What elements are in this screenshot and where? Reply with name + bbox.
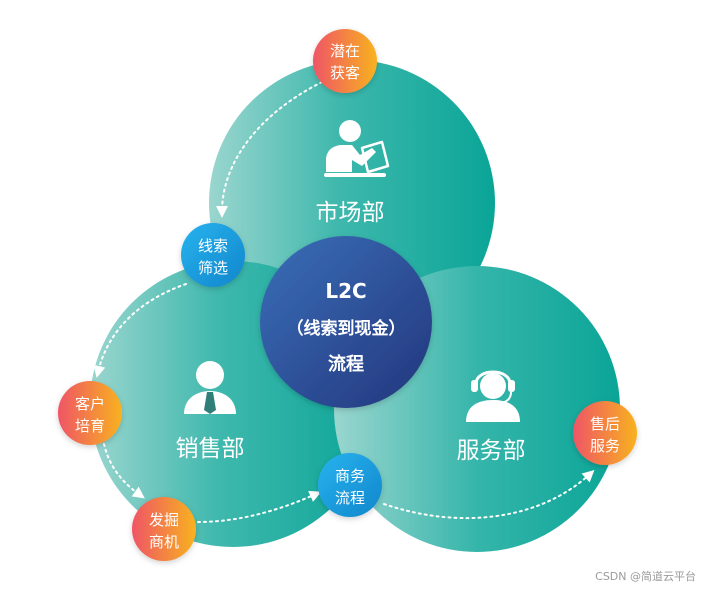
person-writing-icon bbox=[324, 120, 390, 177]
svg-text:筛选: 筛选 bbox=[198, 259, 228, 277]
svg-text:客户: 客户 bbox=[75, 395, 105, 413]
service-label: 服务部 bbox=[457, 438, 526, 464]
headset-agent-icon bbox=[466, 370, 520, 422]
svg-text:服务: 服务 bbox=[590, 437, 620, 455]
flow-arrow-marketing-to-screening bbox=[216, 81, 323, 218]
badge-after-sales: 售后 服务 bbox=[573, 401, 637, 465]
center-node: L2C （线索到现金） 流程 bbox=[260, 236, 432, 408]
flow-arrow-business-to-aftersales bbox=[383, 469, 595, 520]
svg-text:发掘: 发掘 bbox=[149, 511, 179, 529]
sales-label: 销售部 bbox=[176, 436, 245, 462]
center-line-3: 流程 bbox=[328, 353, 364, 375]
badge-customer-nurturing: 客户 培育 bbox=[58, 381, 122, 445]
svg-text:流程: 流程 bbox=[335, 489, 365, 507]
svg-text:商务: 商务 bbox=[335, 467, 365, 485]
marketing-label: 市场部 bbox=[316, 200, 385, 226]
badge-lead-screening: 线索 筛选 bbox=[181, 223, 245, 287]
center-line-1: L2C bbox=[325, 279, 366, 303]
badge-potential-customers: 潜在 获客 bbox=[313, 29, 377, 93]
svg-text:售后: 售后 bbox=[590, 415, 620, 433]
watermark-text: CSDN @简道云平台 bbox=[595, 569, 696, 583]
flow-arrow-nurturing-to-opportunity bbox=[103, 443, 145, 499]
svg-text:线索: 线索 bbox=[198, 237, 228, 255]
svg-text:获客: 获客 bbox=[330, 64, 360, 82]
svg-text:培育: 培育 bbox=[75, 417, 105, 435]
svg-text:商机: 商机 bbox=[149, 533, 179, 551]
flow-arrow-screening-to-nurturing bbox=[93, 283, 187, 378]
businessman-tie-icon bbox=[184, 361, 236, 414]
badge-opportunity-discovery: 发掘 商机 bbox=[132, 497, 196, 561]
svg-text:潜在: 潜在 bbox=[330, 42, 360, 60]
badge-business-process: 商务 流程 bbox=[318, 453, 382, 517]
center-line-2: （线索到现金） bbox=[287, 318, 406, 339]
flow-arrow-opportunity-to-business bbox=[197, 490, 322, 523]
